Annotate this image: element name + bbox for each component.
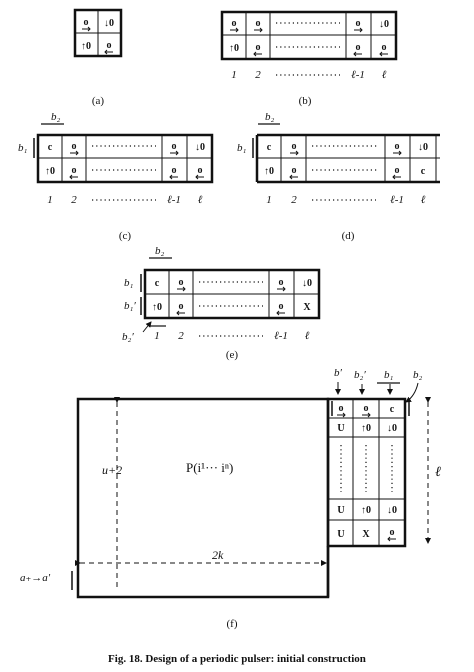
cell-down-zero: ↓0 xyxy=(379,19,389,30)
col-label-b-prime: b′ xyxy=(334,367,343,379)
b2-label: b₂ xyxy=(265,111,275,123)
cell-up-zero: ↑0 xyxy=(81,41,91,52)
cell-o-left xyxy=(104,39,114,55)
b1-label: b₁ xyxy=(237,142,247,154)
cell-c: c xyxy=(421,166,426,177)
cell-up-zero: ↑0 xyxy=(45,166,55,177)
cell-c: c xyxy=(267,142,272,153)
cell-down-zero: ↓0 xyxy=(104,18,114,29)
cell-u: U xyxy=(337,529,344,540)
cell-up-zero: ↑0 xyxy=(264,166,274,177)
cell-up-zero: ↑0 xyxy=(229,43,239,54)
index-1: 1 xyxy=(231,69,237,81)
main-block-frame xyxy=(76,397,330,599)
cell-down-zero: ↓0 xyxy=(195,142,205,153)
cell-x: X xyxy=(303,302,311,313)
cell-up-zero: ↑0 xyxy=(152,302,162,313)
width-label: 2k xyxy=(212,548,224,562)
index-2: 2 xyxy=(255,69,261,81)
index-1: 1 xyxy=(266,194,272,206)
index-2: 2 xyxy=(178,330,184,342)
panel-b-label: (b) xyxy=(299,95,312,107)
cell-u: U xyxy=(337,505,344,516)
panel-a-label: (a) xyxy=(92,95,105,107)
panel-f-label: (f) xyxy=(227,618,238,630)
panel-f: b′ b₂′ b₁ b₂ u+2 P(i¹··· iⁿ) 2k a₊→a′ c xyxy=(20,367,441,630)
index-l-minus-1: ℓ-1 xyxy=(167,194,181,206)
index-l-minus-1: ℓ-1 xyxy=(351,69,365,81)
col-label-b2-prime: b₂′ xyxy=(354,369,366,381)
index-l: ℓ xyxy=(305,330,310,342)
col-label-b1: b₁ xyxy=(384,369,394,381)
cell-c: c xyxy=(155,278,160,289)
panel-d-label: (d) xyxy=(342,230,355,242)
index-1: 1 xyxy=(47,194,53,206)
b2-label: b₂ xyxy=(155,245,165,257)
panel-d: b₂ b₁ c ↓0 ↑0 c 1 2 ℓ-1 ℓ (d) xyxy=(237,111,440,242)
height-label: u+2 xyxy=(102,463,122,477)
corner-label: a₊→a′ xyxy=(20,572,51,584)
panel-a: ↓0 ↑0 (a) xyxy=(73,8,123,107)
panel-c-label: (c) xyxy=(119,230,132,242)
b2-label: b₂ xyxy=(51,111,61,123)
col-label-b2: b₂ xyxy=(413,369,423,381)
cell-down-zero: ↓0 xyxy=(418,142,428,153)
panel-e-label: (e) xyxy=(226,349,239,361)
cell-c: c xyxy=(48,142,53,153)
panel-b: ↓0 ↑0 1 2 ℓ-1 ℓ (b) xyxy=(220,10,398,107)
b1-label: b₁ xyxy=(124,277,134,289)
cell-down-zero: ↓0 xyxy=(387,423,397,434)
index-2: 2 xyxy=(71,194,77,206)
center-label: P(i¹··· iⁿ) xyxy=(186,460,233,475)
cell-up-zero: ↑0 xyxy=(361,423,371,434)
index-l-minus-1: ℓ-1 xyxy=(390,194,404,206)
cell-u: U xyxy=(337,423,344,434)
index-l: ℓ xyxy=(382,69,387,81)
panel-e: b₂ b₁ b₁′ c ↓0 ↑0 X b₂′ 1 2 ℓ-1 ℓ (e) xyxy=(122,245,321,361)
b1-label: b₁ xyxy=(18,142,28,154)
figure-caption: Fig. 18. Design of a periodic pulser: in… xyxy=(108,653,366,665)
index-l-minus-1: ℓ-1 xyxy=(274,330,288,342)
b2-prime-label: b₂′ xyxy=(122,331,134,343)
column-block-frame xyxy=(326,397,407,548)
index-2: 2 xyxy=(291,194,297,206)
panel-c: b₂ b₁ c ↓0 ↑0 1 2 ℓ-1 ℓ (c) xyxy=(18,111,214,242)
right-length-label: ℓ xyxy=(435,465,441,480)
b1-prime-label: b₁′ xyxy=(124,300,136,312)
cell-down-zero: ↓0 xyxy=(387,505,397,516)
cell-c: c xyxy=(390,404,395,415)
index-l: ℓ xyxy=(198,194,203,206)
cell-o-right xyxy=(81,16,91,32)
cell-down-zero: ↓0 xyxy=(302,278,312,289)
index-l: ℓ xyxy=(421,194,426,206)
cell-up-zero: ↑0 xyxy=(361,505,371,516)
index-1: 1 xyxy=(154,330,160,342)
cell-x: X xyxy=(362,529,370,540)
